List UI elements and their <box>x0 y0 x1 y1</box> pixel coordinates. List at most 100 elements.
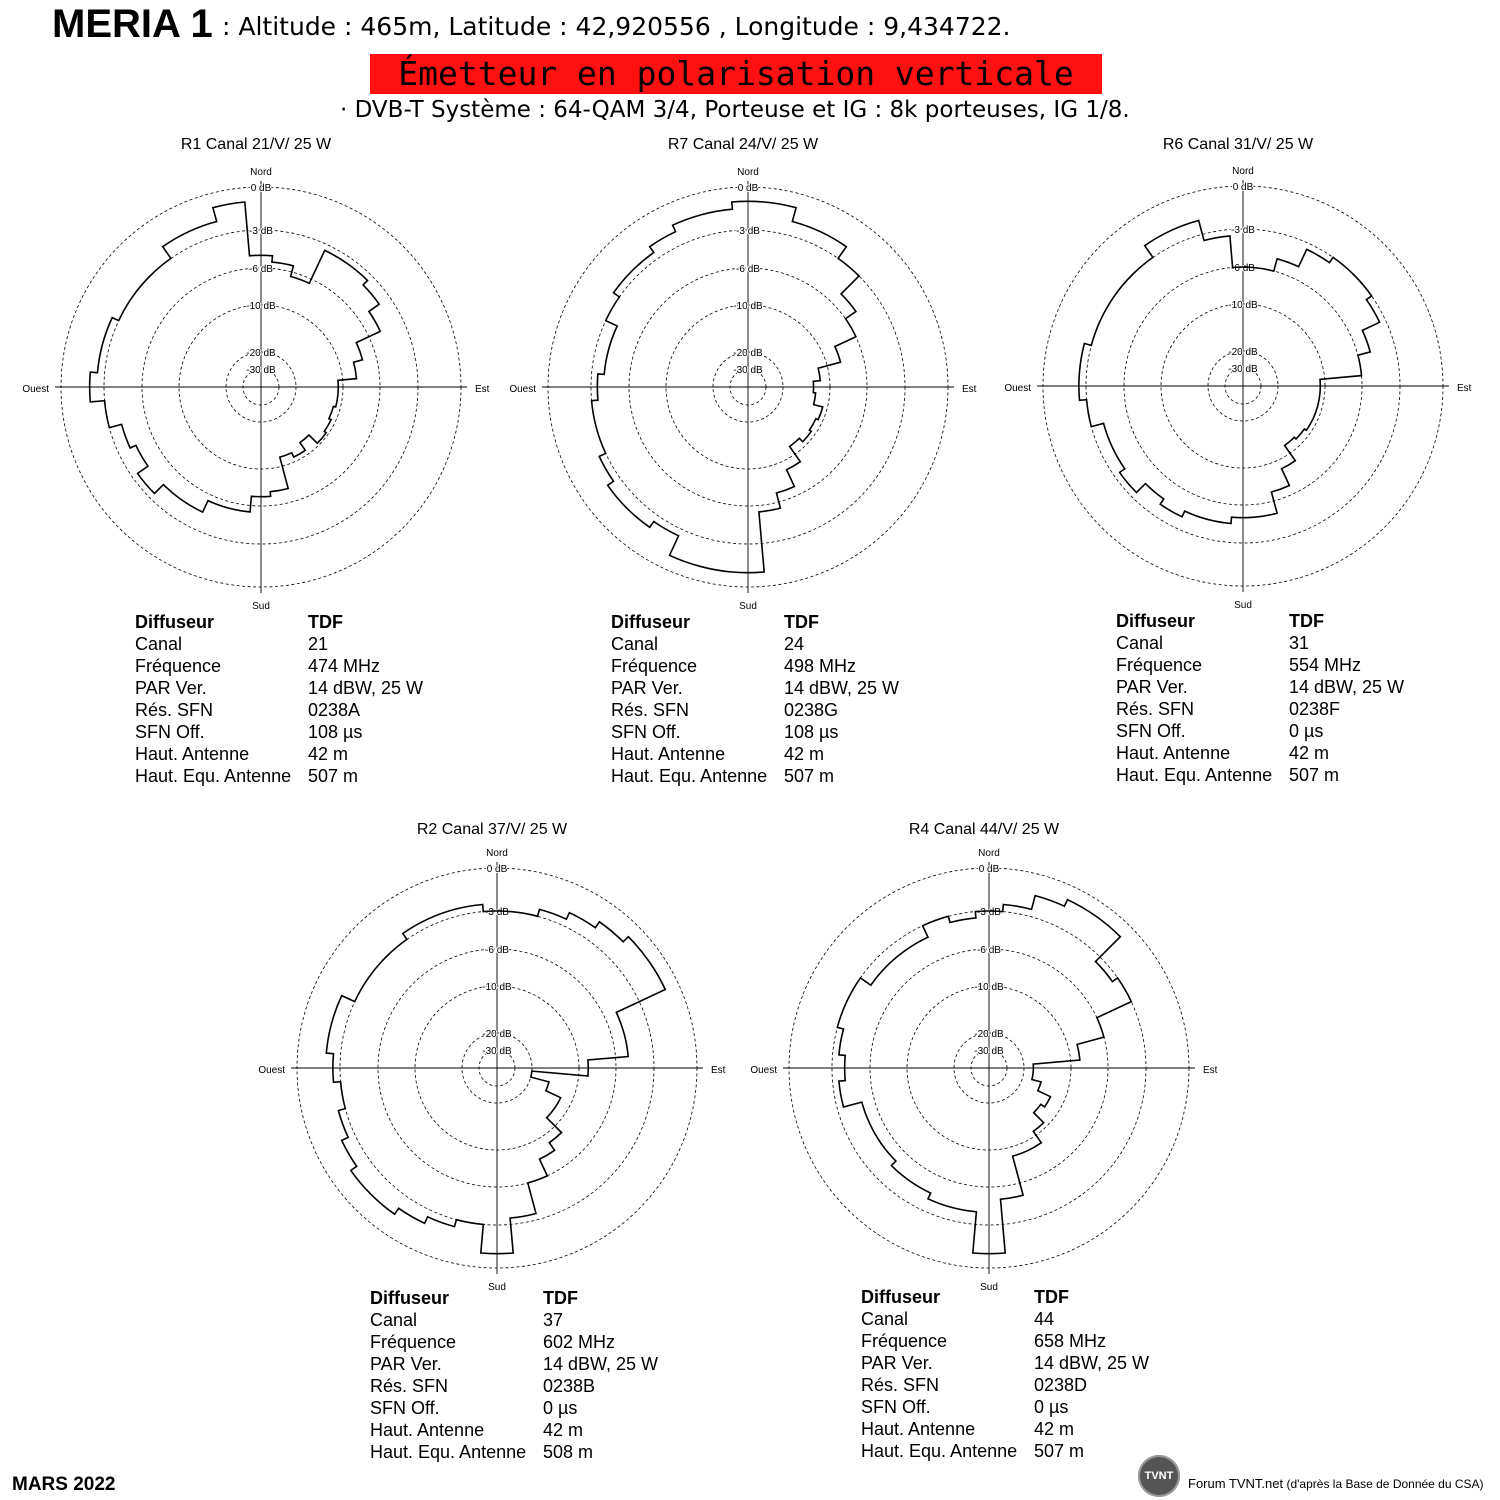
info-row: Rés. SFN 0238F <box>1116 699 1476 721</box>
info-row: PAR Ver.14 dBW, 25 W <box>135 678 495 700</box>
info-row: Rés. SFN 0238D <box>861 1375 1221 1397</box>
info-key: SFN Off. <box>135 722 205 742</box>
ring-label-5: -30 dB <box>1228 364 1258 375</box>
info-value: 0238F <box>1289 699 1341 719</box>
ring-label-3: -10 dB <box>482 982 512 993</box>
info-row: SFN Off.0 µs <box>370 1398 730 1420</box>
info-value: 658 MHz <box>1034 1331 1107 1351</box>
info-key: Haut. Antenne <box>611 744 726 764</box>
ring-label-1: -3 dB <box>485 907 509 918</box>
info-key: SFN Off. <box>861 1397 931 1417</box>
info-key: PAR Ver. <box>370 1354 442 1374</box>
info-key: Haut. Antenne <box>135 744 250 764</box>
direction-label-e: Est <box>711 1065 726 1076</box>
info-key: Diffuseur <box>1116 611 1196 631</box>
direction-label-s: Sud <box>739 601 757 612</box>
credits: TVNT Forum TVNT.net (d'après la Base de … <box>1138 1455 1488 1497</box>
ring-label-2: -6 dB <box>485 945 509 956</box>
direction-label-w: Ouest <box>750 1065 777 1076</box>
info-key: Rés. SFN <box>611 700 690 720</box>
credit-main: Forum TVNT.net <box>1188 1476 1284 1491</box>
info-value: 507 m <box>308 766 359 786</box>
info-value: 554 MHz <box>1289 655 1362 675</box>
info-value: 108 µs <box>784 722 839 742</box>
chart-title: R6 Canal 31/V/ 25 W <box>1162 136 1314 153</box>
info-key: Diffuseur <box>611 612 691 632</box>
info-value: 44 <box>1034 1309 1055 1329</box>
plot-origin: 0 dB-3 dB-6 dB-10 dB-20 dB-30 dBNordSudE… <box>509 167 976 612</box>
date-label: MARS 2022 <box>12 1474 116 1495</box>
info-key: Fréquence <box>611 656 698 676</box>
info-row: SFN Off. 0 µs <box>861 1397 1221 1419</box>
ring-label-3: -10 dB <box>974 982 1004 993</box>
info-value: 24 <box>784 634 805 654</box>
ring-label-0: 0 dB <box>251 183 272 194</box>
ring-label-4: -20 dB <box>1228 347 1258 358</box>
info-key: Diffuseur <box>135 612 215 632</box>
station-coordinates: : Altitude : 465m, Latitude : 42,920556 … <box>222 12 1011 41</box>
info-row: Haut. Equ. Antenne 508 m <box>370 1442 730 1464</box>
ring-label-1: -3 dB <box>977 907 1001 918</box>
plot-origin: 0 dB-3 dB-6 dB-10 dB-20 dB-30 dBNordSudE… <box>1004 166 1471 611</box>
ring-label-5: -30 dB <box>246 365 276 376</box>
info-value: 602 MHz <box>543 1332 616 1352</box>
info-value: TDF <box>308 612 343 632</box>
info-key: Fréquence <box>861 1331 948 1351</box>
info-key: Canal <box>861 1309 909 1329</box>
info-key: Fréquence <box>135 656 222 676</box>
ring-label-4: -20 dB <box>733 348 763 359</box>
info-key: Haut. Equ. Antenne <box>1116 765 1273 785</box>
info-value: 0 µs <box>1034 1397 1069 1417</box>
info-row: Diffuseur TDF <box>861 1287 1221 1309</box>
info-key: PAR Ver. <box>611 678 683 698</box>
radiation-pattern <box>88 201 382 514</box>
info-key: Fréquence <box>370 1332 457 1352</box>
direction-label-s: Sud <box>1234 600 1252 611</box>
info-value: 42 m <box>308 744 349 764</box>
dvb-system-info: · DVB-T Système : 64-QAM 3/4, Porteuse e… <box>340 97 1130 123</box>
ring-label-0: 0 dB <box>979 864 1000 875</box>
info-value: 21 <box>308 634 329 654</box>
ring-label-1: -3 dB <box>1231 225 1255 236</box>
info-value: TDF <box>1034 1287 1069 1307</box>
info-key: SFN Off. <box>611 722 681 742</box>
info-key: Haut. Equ. Antenne <box>370 1442 527 1462</box>
info-value: 42 m <box>543 1420 584 1440</box>
info-value: 508 m <box>543 1442 594 1462</box>
direction-label-e: Est <box>962 384 977 395</box>
info-key: Rés. SFN <box>1116 699 1195 719</box>
info-key: Rés. SFN <box>861 1375 940 1395</box>
info-key: Diffuseur <box>861 1287 941 1307</box>
info-row: SFN Off.0 µs <box>1116 721 1476 743</box>
ring-label-4: -20 dB <box>974 1029 1004 1040</box>
info-key: SFN Off. <box>370 1398 440 1418</box>
info-row: SFN Off.108 µs <box>135 722 495 744</box>
info-value: 42 m <box>784 744 825 764</box>
info-key: SFN Off. <box>1116 721 1186 741</box>
polar-plot: 0 dB-3 dB-6 dB-10 dB-20 dB-30 dBNordSudE… <box>22 167 489 612</box>
direction-label-w: Ouest <box>1004 383 1031 394</box>
direction-label-w: Ouest <box>258 1065 285 1076</box>
info-value: 42 m <box>1034 1419 1075 1439</box>
credit-source: (d'après la Base de Donnée du CSA) <box>1283 1477 1484 1491</box>
ring-label-0: 0 dB <box>487 864 508 875</box>
info-value: 0238D <box>1034 1375 1088 1395</box>
page-header: MERIA 1 : Altitude : 465m, Latitude : 42… <box>0 0 1500 135</box>
info-value: 42 m <box>1289 743 1330 763</box>
info-value: 14 dBW, 25 W <box>308 678 424 698</box>
info-key: Canal <box>135 634 183 654</box>
